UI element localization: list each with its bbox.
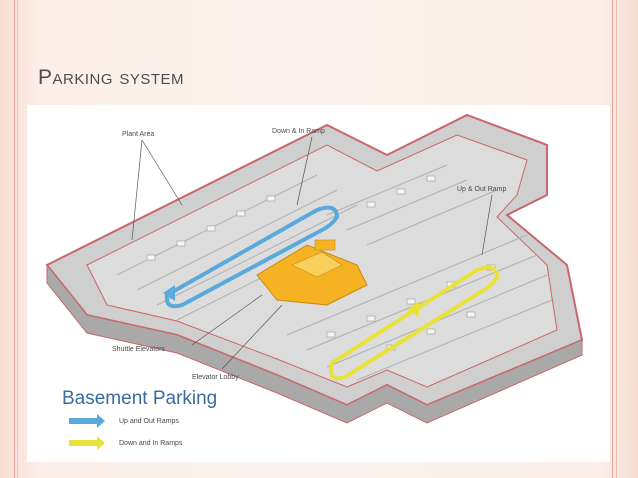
right-border-line [612,0,613,478]
callout-leaders [131,136,493,370]
right-border-line-inner [616,0,617,478]
blue-arrow-icon [69,414,105,428]
elevator-lobby-label: Elevator Lobby [192,374,239,381]
plant-area-label: Plant Area [122,131,154,138]
legend-label-down-in: Down and In Ramps [119,440,183,447]
left-border-line-inner [17,0,18,478]
parking-diagram: Plant Area Down & In Ramp Up & Out Ramp … [27,105,610,462]
down-in-ramp-label: Down & In Ramp [272,128,325,135]
yellow-arrow-icon [69,436,105,450]
shuttle-elevators-label: Shuttle Elevators [112,346,165,353]
blue-ramp-loop [163,205,340,309]
up-out-ramp-label: Up & Out Ramp [457,186,507,193]
parking-diagram-svg: Plant Area Down & In Ramp Up & Out Ramp … [45,113,584,450]
legend-label-up-out: Up and Out Ramps [119,418,179,425]
legend-item-up-out: Up and Out Ramps [69,414,179,428]
elevator-core [256,239,368,306]
legend-title: Basement Parking [62,388,217,409]
legend-item-down-in: Down and In Ramps [69,436,183,450]
legend: Basement Parking Up and Out Ramps Down a… [62,388,217,450]
yellow-ramp-loop [328,265,500,381]
left-border-line [14,0,15,478]
slide-title: Parking system [38,66,185,89]
